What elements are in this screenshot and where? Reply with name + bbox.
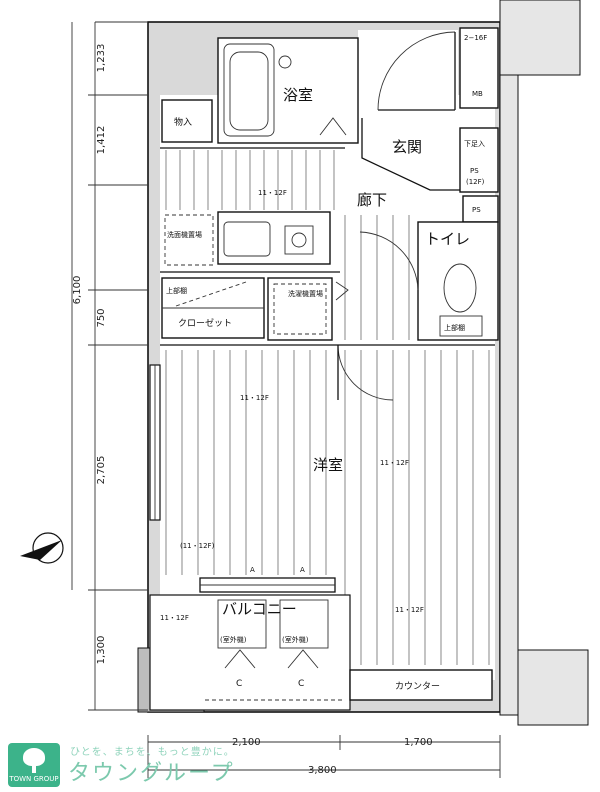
entrance-door-swing bbox=[377, 31, 456, 111]
bath-room bbox=[217, 37, 359, 144]
footer: TOWN GROUP ひとを、まちを、もっと豊かに。 タウングループ 2,100… bbox=[0, 735, 600, 792]
dim-left-5: 1,300 bbox=[96, 636, 107, 665]
label-toilet: トイレ bbox=[425, 230, 470, 248]
note-room-lower: 11・12F bbox=[395, 606, 424, 614]
counter-box bbox=[349, 669, 493, 701]
label-entrance: 玄関 bbox=[392, 138, 422, 156]
bathtub-inner bbox=[229, 51, 269, 131]
label-ps-1: PS bbox=[470, 167, 479, 175]
balcony-area bbox=[149, 594, 351, 711]
washer-door-mark bbox=[335, 281, 349, 301]
dim-left-1: 1,233 bbox=[96, 44, 107, 73]
label-storage: 物入 bbox=[174, 116, 192, 128]
washer-inner bbox=[273, 283, 327, 335]
label-washer: 洗濯機置場 bbox=[288, 289, 323, 298]
stove-icon bbox=[284, 225, 314, 255]
bathtub-icon bbox=[223, 43, 275, 137]
label-outdoor-unit-2: (室外機) bbox=[282, 635, 309, 644]
marker-a-left: A bbox=[250, 566, 255, 574]
dim-left-4: 2,705 bbox=[96, 456, 107, 485]
marker-c-left: C bbox=[236, 679, 242, 689]
dim-left-3: 750 bbox=[96, 308, 107, 327]
note-left-mid: (11・12F) bbox=[180, 542, 215, 550]
note-room: 11・12F bbox=[240, 394, 269, 402]
label-counter: カウンター bbox=[395, 681, 440, 692]
washer-space bbox=[267, 277, 333, 341]
dim-bottom-2: 1,700 bbox=[404, 737, 433, 748]
marker-a-right: A bbox=[300, 566, 305, 574]
north-label: N bbox=[44, 546, 49, 554]
label-bath: 浴室 bbox=[283, 86, 313, 104]
label-closet: クローゼット bbox=[178, 317, 232, 329]
dim-left-total: 6,100 bbox=[72, 276, 83, 305]
marker-c-right: C bbox=[298, 679, 304, 689]
logo-caption: TOWN GROUP bbox=[9, 775, 59, 783]
label-ps-1-sub: (12F) bbox=[466, 178, 485, 186]
label-shoe-box: 下足入 bbox=[464, 140, 485, 148]
marker-c-right-icon bbox=[287, 649, 319, 669]
tree-icon bbox=[23, 748, 45, 766]
north-arrow-icon bbox=[20, 532, 64, 564]
room-door-swing bbox=[337, 344, 394, 401]
label-balcony: バルコニー bbox=[222, 600, 297, 618]
toilet-shelf bbox=[439, 315, 483, 337]
outdoor-unit-2 bbox=[279, 599, 329, 649]
town-group-logo: TOWN GROUP bbox=[8, 743, 60, 787]
label-meter-box-top: 2−16F bbox=[464, 34, 487, 42]
brand-name: タウングループ bbox=[68, 761, 235, 786]
marker-c-left-icon bbox=[224, 649, 256, 669]
note-balcony-side: 11・12F bbox=[160, 614, 189, 622]
label-outdoor-unit-1: (室外機) bbox=[220, 635, 247, 644]
dim-left-2: 1,412 bbox=[96, 126, 107, 155]
washbasin-box bbox=[164, 214, 214, 266]
stove-burner-icon bbox=[291, 232, 307, 248]
note-kitchen: 11・12F bbox=[258, 189, 287, 197]
floor-lines bbox=[165, 150, 490, 665]
neighbor-wall-bottom bbox=[517, 649, 589, 726]
outdoor-unit-1 bbox=[217, 599, 267, 649]
toilet-door-swing bbox=[359, 231, 419, 291]
label-upper-shelf-toilet: 上部棚 bbox=[444, 323, 465, 332]
label-washbasin: 洗面機置場 bbox=[167, 230, 202, 239]
tree-trunk-icon bbox=[32, 765, 36, 773]
toilet-room bbox=[417, 221, 499, 341]
label-corridor: 廊下 bbox=[357, 191, 387, 209]
neighbor-wall-top bbox=[499, 0, 581, 76]
label-meter-box: MB bbox=[472, 90, 483, 98]
label-upper-shelf-left: 上部棚 bbox=[166, 286, 187, 295]
dim-bottom-total: 3,800 bbox=[308, 765, 337, 776]
dim-bottom-1: 2,100 bbox=[232, 737, 261, 748]
genkan-step bbox=[361, 118, 460, 191]
bath-drain-icon bbox=[278, 55, 292, 69]
storage-closet bbox=[161, 99, 213, 143]
label-ps-2: PS bbox=[472, 206, 481, 214]
bath-door-icon bbox=[319, 117, 347, 136]
sink-icon bbox=[223, 221, 271, 257]
closet-diagonal bbox=[175, 281, 247, 307]
right-wall-strip bbox=[499, 74, 519, 716]
toilet-bowl-icon bbox=[443, 263, 477, 313]
tagline: ひとを、まちを、もっと豊かに。 bbox=[70, 747, 235, 758]
kitchen-counter bbox=[217, 211, 331, 265]
entrance-door-area bbox=[358, 30, 458, 110]
note-room-right: 11・12F bbox=[380, 459, 409, 467]
shoe-box-ps bbox=[459, 127, 499, 193]
ps-box bbox=[462, 195, 499, 223]
meter-box bbox=[459, 27, 499, 109]
label-western-room: 洋室 bbox=[313, 456, 343, 474]
